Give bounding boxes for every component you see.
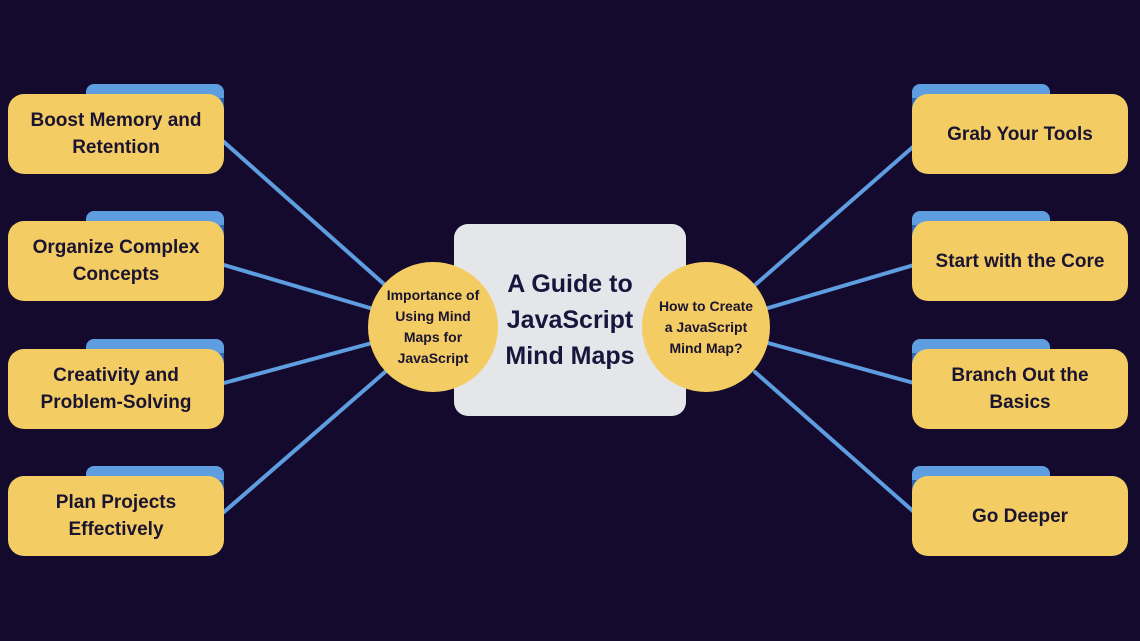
node-label: Start with the Core: [935, 250, 1105, 272]
hub-how-to-create: How to Create a JavaScript Mind Map?: [642, 262, 770, 392]
connector-right-4: [753, 370, 916, 514]
node-label: Branch Out the Basics: [951, 365, 1089, 413]
node-label: Go Deeper: [971, 505, 1069, 527]
hub-label: How to Create a JavaScript Mind Map?: [658, 297, 754, 356]
connector-left-2: [222, 263, 372, 310]
node-creativity: Creativity and Problem-Solving: [8, 339, 224, 429]
hub-label: Importance of Using Mind Maps for JavaSc…: [386, 287, 480, 366]
node-label: Organize Complex Concepts: [32, 237, 200, 285]
node-boost-memory: Boost Memory and Retention: [8, 84, 224, 174]
node-label: Boost Memory and Retention: [30, 110, 202, 158]
node-label: Grab Your Tools: [947, 123, 1093, 145]
node-start-core: Start with the Core: [912, 211, 1128, 301]
connector-right-2: [766, 263, 916, 310]
node-branch-out: Branch Out the Basics: [912, 339, 1128, 429]
connector-left-4: [222, 370, 387, 514]
node-grab-tools: Grab Your Tools: [912, 84, 1128, 174]
node-label: Plan Projects Effectively: [55, 492, 177, 540]
connector-right-3: [766, 341, 916, 385]
node-go-deeper: Go Deeper: [912, 466, 1128, 556]
node-organize-concepts: Organize Complex Concepts: [8, 211, 224, 301]
node-plan-projects: Plan Projects Effectively: [8, 466, 224, 556]
connector-right-1: [753, 144, 916, 287]
connector-left-1: [222, 140, 387, 287]
central-topic-title: A Guide to JavaScript Mind Maps: [505, 270, 635, 370]
connector-left-3: [222, 341, 374, 385]
hub-importance: Importance of Using Mind Maps for JavaSc…: [368, 262, 498, 392]
node-label: Creativity and Problem-Solving: [40, 365, 192, 413]
